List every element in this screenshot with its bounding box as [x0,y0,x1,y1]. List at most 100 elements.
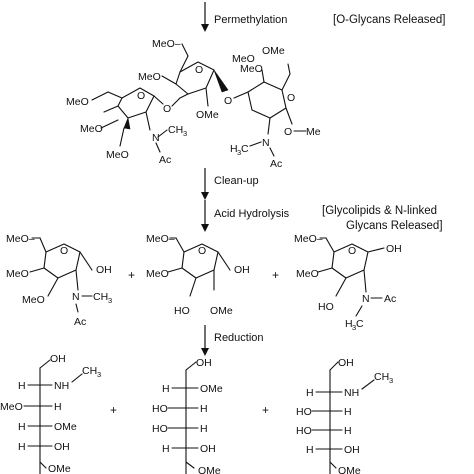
svg-text:N: N [72,291,80,303]
svg-text:MeO: MeO [80,123,103,135]
svg-text:MeO: MeO [240,63,263,75]
svg-text:O: O [195,64,203,76]
step-permethylation: Permethylation [214,14,287,26]
svg-text:N: N [362,293,370,305]
svg-text:NH: NH [54,380,69,392]
svg-text:OH: OH [50,353,66,365]
left-ring: MeO O MeO MeO N CH 3 Ac [66,87,187,166]
svg-text:H: H [18,441,26,453]
svg-text:C: C [356,318,364,330]
tag-glycolipids-line1: [Glycolipids & N-linked [322,205,437,217]
plus-sign-1: + [128,268,135,282]
svg-text:OMe: OMe [54,421,77,433]
middle-ring: MeO– O MeO OMe O [138,38,232,121]
plus-sign-3: + [110,403,117,417]
svg-text:HO: HO [296,425,312,437]
hydrolysis-product-3: MeO– O OH MeO HO N Ac H 3 C [294,233,402,332]
svg-text:H: H [54,401,62,413]
svg-text:Ac: Ac [270,158,282,170]
svg-text:MeO–: MeO– [152,38,181,50]
svg-text:OMe: OMe [198,465,221,474]
svg-text:H: H [306,387,314,399]
svg-text:CH: CH [82,365,97,377]
svg-text:CH: CH [168,124,183,136]
alditol-product-2: OH H OMe HO H HO H H OH OMe [152,357,223,474]
svg-text:HO: HO [152,403,168,415]
plus-sign-2: + [272,268,279,282]
svg-text:MeO: MeO [0,401,23,413]
svg-text:HO: HO [174,305,190,317]
svg-text:MeO–: MeO– [146,233,175,245]
svg-text:OH: OH [386,243,402,255]
svg-text:H: H [344,425,352,437]
step-reduction: Reduction [214,332,264,344]
svg-text:H: H [200,423,208,435]
svg-text:NH: NH [344,387,359,399]
svg-text:O: O [60,245,68,257]
svg-text:MeO: MeO [138,71,161,83]
svg-text:MeO: MeO [66,96,89,108]
svg-text:HO: HO [152,423,168,435]
svg-text:H: H [200,403,208,415]
svg-text:O: O [284,126,292,138]
svg-text:CH: CH [93,291,108,303]
alditol-product-1: OH H NH CH 3 MeO H H OMe H OH OMe [0,353,101,474]
svg-text:OH: OH [338,357,354,369]
step-acid-hydrolysis: Acid Hydrolysis [214,208,290,220]
svg-text:H: H [18,421,26,433]
svg-text:HO: HO [318,301,334,313]
svg-text:MeO–: MeO– [294,233,323,245]
hydrolysis-product-1: MeO– O OH MeO MeO N CH 3 Ac [6,233,112,328]
svg-text:OMe: OMe [210,305,233,317]
svg-text:H: H [344,406,352,418]
svg-text:OH: OH [200,443,216,455]
tag-o-glycans-released: [O-Glycans Released] [333,14,446,26]
svg-text:H: H [345,318,353,330]
svg-text:3: 3 [183,129,187,138]
svg-text:3: 3 [97,370,101,379]
svg-text:H: H [230,143,238,155]
step-cleanup: Clean-up [214,175,259,187]
right-ring: MeO MeO OMe O O Me N H 3 C Ac [230,45,321,170]
svg-text:O: O [198,245,206,257]
flow-arrows [201,2,209,356]
svg-text:OMe: OMe [48,463,71,474]
svg-text:H: H [306,444,314,456]
svg-text:O: O [287,92,295,104]
svg-text:C: C [241,143,249,155]
svg-text:Ac: Ac [384,293,396,305]
svg-text:H: H [162,383,170,395]
svg-text:3: 3 [237,148,241,157]
svg-text:Ac: Ac [159,154,171,166]
plus-sign-4: + [262,403,269,417]
svg-text:N: N [152,132,160,144]
svg-text:O: O [348,245,356,257]
svg-text:OH: OH [54,441,70,453]
svg-text:MeO: MeO [146,268,169,280]
svg-text:MeO: MeO [296,268,319,280]
svg-text:OH: OH [344,444,360,456]
svg-text:OH: OH [234,264,250,276]
svg-text:HO: HO [296,406,312,418]
svg-text:MeO: MeO [22,294,45,306]
svg-text:OMe: OMe [338,465,361,474]
svg-text:MeO–: MeO– [6,233,35,245]
svg-text:3: 3 [108,296,112,305]
svg-text:OMe: OMe [196,109,219,121]
permethylated-trisaccharide: MeO O MeO MeO N CH 3 Ac O MeO– O [66,38,321,170]
svg-text:O: O [224,95,232,107]
svg-text:O: O [137,90,145,102]
svg-text:MeO: MeO [232,53,255,65]
svg-text:H: H [162,443,170,455]
svg-text:CH: CH [374,371,389,383]
svg-text:O: O [163,103,171,115]
svg-text:Me: Me [306,126,321,138]
hydrolysis-product-2: MeO– O OH MeO HO OMe [146,233,250,317]
svg-text:MeO: MeO [106,149,129,161]
svg-text:OMe: OMe [200,383,223,395]
svg-text:MeO: MeO [6,268,29,280]
svg-text:N: N [262,137,270,149]
svg-text:Ac: Ac [74,316,86,328]
svg-text:OMe: OMe [262,45,285,57]
alditol-product-3: OH H NH CH 3 HO H HO H H OH OMe [296,357,393,474]
